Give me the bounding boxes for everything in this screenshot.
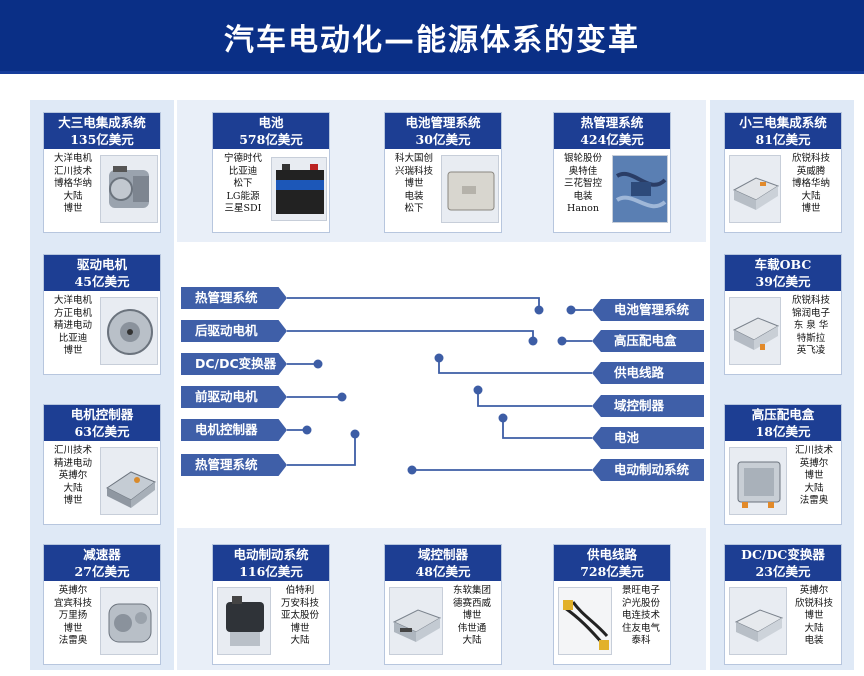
card-value: 578亿美元 xyxy=(239,132,303,147)
card-value: 45亿美元 xyxy=(74,274,130,289)
card-brake: 电动制动系统 116亿美元 伯特利万安科技亚太股份博世大陆 xyxy=(212,544,330,665)
tag-hv-box: 高压配电盒 xyxy=(592,330,704,352)
small-three-unit-image xyxy=(729,155,781,223)
card-value: 30亿美元 xyxy=(415,132,471,147)
card-value: 18亿美元 xyxy=(755,424,811,439)
connector-dot xyxy=(350,429,360,439)
integrated-drive-unit-image xyxy=(100,155,158,223)
connector-dot xyxy=(313,359,323,369)
tag-dcdc: DC/DC变换器 xyxy=(181,353,287,375)
tag-thermal-1: 热管理系统 xyxy=(181,287,287,309)
reducer-image xyxy=(100,587,158,655)
card-title: 供电线路 xyxy=(586,547,637,562)
card-drive-motor: 驱动电机 45亿美元 大洋电机方正电机精进电动比亚迪博世 xyxy=(43,254,161,375)
company-list: 欣锐科技锦润电子东 泉 华特斯拉英飞凌 xyxy=(791,295,830,356)
card-value: 63亿美元 xyxy=(74,424,130,439)
card-title: 车载OBC xyxy=(754,257,812,272)
company-list: 汇川技术精进电动英搏尔大陆博世 xyxy=(53,445,92,506)
company-list: 汇川技术英搏尔博世大陆法雷奥 xyxy=(794,445,833,506)
company-list: 东软集团德赛西威博世伟世通大陆 xyxy=(452,585,491,646)
company-list: 景旺电子沪光股份电连技术住友电气泰科 xyxy=(621,585,660,646)
card-obc: 车载OBC 39亿美元 欣锐科技锦润电子东 泉 华特斯拉英飞凌 xyxy=(724,254,842,375)
tag-thermal-2: 热管理系统 xyxy=(181,454,287,476)
company-list: 科大国创兴瑞科技博世电装松下 xyxy=(394,153,433,214)
card-title: 电池 xyxy=(258,115,284,130)
connector-dot xyxy=(302,425,312,435)
card-title: 驱动电机 xyxy=(76,257,127,272)
wire-harness-image xyxy=(558,587,612,655)
domain-controller-image xyxy=(389,587,443,655)
connector-dot xyxy=(473,385,483,395)
card-title: 域控制器 xyxy=(417,547,468,562)
card-value: 81亿美元 xyxy=(755,132,811,147)
card-value: 424亿美元 xyxy=(580,132,644,147)
tag-bms: 电池管理系统 xyxy=(592,299,704,321)
company-list: 大洋电机方正电机精进电动比亚迪博世 xyxy=(53,295,92,356)
tag-harness: 供电线路 xyxy=(592,362,704,384)
obc-image xyxy=(729,297,781,365)
connector-dot xyxy=(407,465,417,475)
bms-module-image xyxy=(441,155,499,223)
connector-dot xyxy=(566,305,576,315)
card-harness: 供电线路 728亿美元 景旺电子沪光股份电连技术住友电气泰科 xyxy=(553,544,671,665)
company-list: 伯特利万安科技亚太股份博世大陆 xyxy=(280,585,319,646)
tag-rear-motor: 后驱动电机 xyxy=(181,320,287,342)
card-value: 27亿美元 xyxy=(74,564,130,579)
company-list: 欣锐科技英威腾博格华纳大陆博世 xyxy=(791,153,830,214)
card-title: 热管理系统 xyxy=(580,115,644,130)
motor-image xyxy=(100,297,158,365)
card-hv-box: 高压配电盒 18亿美元 汇川技术英搏尔博世大陆法雷奥 xyxy=(724,404,842,525)
controller-image xyxy=(100,447,158,515)
thermal-system-image xyxy=(612,155,668,223)
connector-dot xyxy=(534,305,544,315)
card-value: 135亿美元 xyxy=(70,132,134,147)
company-list: 英搏尔欣锐科技博世大陆电装 xyxy=(794,585,833,646)
card-title: 电池管理系统 xyxy=(405,115,481,130)
tag-motor-ctrl: 电机控制器 xyxy=(181,419,287,441)
title-bar: 汽车电动化—能源体系的变革 xyxy=(0,0,864,74)
hv-box-image xyxy=(729,447,787,515)
battery-image xyxy=(271,157,327,221)
card-motor-controller: 电机控制器 63亿美元 汇川技术精进电动英搏尔大陆博世 xyxy=(43,404,161,525)
tag-battery: 电池 xyxy=(592,427,704,449)
connector-dot xyxy=(557,336,567,346)
connector-dot xyxy=(434,353,444,363)
card-domain-controller: 域控制器 48亿美元 东软集团德赛西威博世伟世通大陆 xyxy=(384,544,502,665)
card-value: 39亿美元 xyxy=(755,274,811,289)
tag-brake: 电动制动系统 xyxy=(592,459,704,481)
brake-caliper-image xyxy=(217,587,271,655)
card-title: DC/DC变换器 xyxy=(741,547,825,562)
card-value: 48亿美元 xyxy=(415,564,471,579)
card-value: 23亿美元 xyxy=(755,564,811,579)
card-dcdc: DC/DC变换器 23亿美元 英搏尔欣锐科技博世大陆电装 xyxy=(724,544,842,665)
company-list: 大洋电机汇川技术博格华纳大陆博世 xyxy=(53,153,92,214)
company-list: 英搏尔宜宾科技万里扬博世法雷奥 xyxy=(53,585,92,646)
card-title: 小三电集成系统 xyxy=(739,115,827,130)
dcdc-image xyxy=(729,587,787,655)
card-value: 728亿美元 xyxy=(580,564,644,579)
card-title: 电动制动系统 xyxy=(233,547,309,562)
card-title: 大三电集成系统 xyxy=(58,115,146,130)
connector-dot xyxy=(498,413,508,423)
connector-dot xyxy=(337,392,347,402)
card-value: 116亿美元 xyxy=(239,564,303,579)
connector-dot xyxy=(528,336,538,346)
card-bms: 电池管理系统 30亿美元 科大国创兴瑞科技博世电装松下 xyxy=(384,112,502,233)
tag-front-motor: 前驱动电机 xyxy=(181,386,287,408)
card-title: 减速器 xyxy=(83,547,121,562)
card-small-three: 小三电集成系统 81亿美元 欣锐科技英威腾博格华纳大陆博世 xyxy=(724,112,842,233)
card-title: 高压配电盒 xyxy=(751,407,815,422)
card-reducer: 减速器 27亿美元 英搏尔宜宾科技万里扬博世法雷奥 xyxy=(43,544,161,665)
card-title: 电机控制器 xyxy=(70,407,134,422)
tag-domain-ctrl: 域控制器 xyxy=(592,395,704,417)
page-title: 汽车电动化—能源体系的变革 xyxy=(224,23,640,58)
card-big-three: 大三电集成系统 135亿美元 大洋电机汇川技术博格华纳大陆博世 xyxy=(43,112,161,233)
